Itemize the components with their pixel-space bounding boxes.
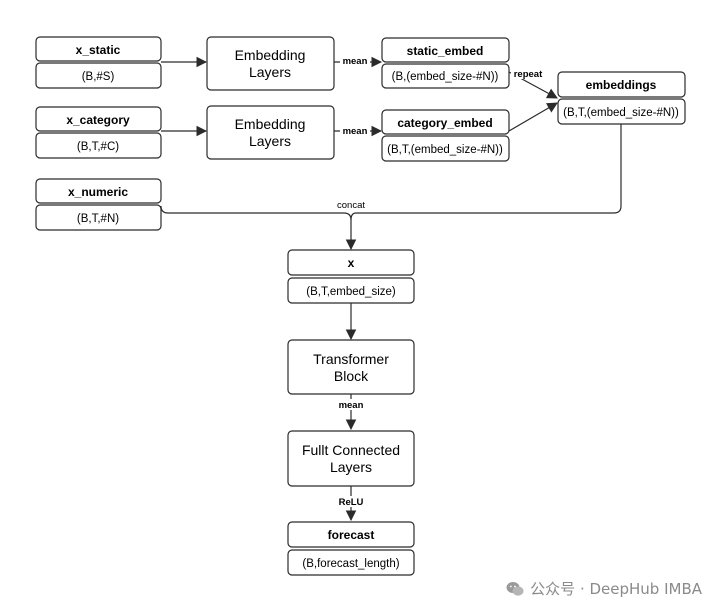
edge-label-mean-category: mean xyxy=(343,126,368,137)
node-static-embed: static_embed (B,(embed_size-#N)) xyxy=(381,37,510,89)
block-fc-line1: Fullt Connected xyxy=(302,442,400,458)
block-fc-line2: Layers xyxy=(330,459,372,475)
block-embedding-layers-1: Embedding Layers xyxy=(206,36,335,91)
edge-label-repeat: repeat xyxy=(514,69,543,80)
block-embedding-1-line1: Embedding xyxy=(235,47,306,63)
node-x-static-shape: (B,#S) xyxy=(82,71,115,83)
node-embeddings: embeddings (B,T,(embed_size-#N)) xyxy=(557,71,686,125)
edge-label-concat: concat xyxy=(337,200,365,211)
node-x-static-title: x_static xyxy=(76,43,121,57)
node-x-category-title: x_category xyxy=(66,113,130,127)
block-transformer: Transformer Block xyxy=(287,339,415,395)
edge-label-mean-transformer: mean xyxy=(339,400,364,411)
block-embedding-layers-2: Embedding Layers xyxy=(206,105,335,160)
edge-numeric-to-x xyxy=(160,205,352,221)
node-static-embed-shape: (B,(embed_size-#N)) xyxy=(392,71,499,83)
node-x: x (B,T,embed_size) xyxy=(287,249,415,304)
node-x-numeric: x_numeric (B,T,#N) xyxy=(35,178,162,231)
block-fully-connected: Fullt Connected Layers xyxy=(287,430,415,487)
block-transformer-line2: Block xyxy=(334,368,369,384)
node-x-numeric-title: x_numeric xyxy=(68,185,128,199)
watermark: 公众号 · DeepHub IMBA xyxy=(506,578,702,599)
node-forecast-shape: (B,forecast_length) xyxy=(302,558,399,570)
node-forecast-title: forecast xyxy=(328,528,375,542)
node-x-numeric-shape: (B,T,#N) xyxy=(77,213,119,225)
node-x-shape: (B,T,embed_size) xyxy=(306,286,396,298)
edge-labels: mean mean repeat concat mean ReLU xyxy=(335,55,545,508)
node-x-category: x_category (B,T,#C) xyxy=(35,106,162,159)
wechat-icon xyxy=(506,581,524,596)
node-embeddings-shape: (B,T,(embed_size-#N)) xyxy=(563,107,679,119)
edge-label-mean-static: mean xyxy=(343,56,368,67)
node-embeddings-title: embeddings xyxy=(586,78,657,92)
node-category-embed-shape: (B,T,(embed_size-#N)) xyxy=(387,144,503,156)
block-transformer-line1: Transformer xyxy=(313,351,389,367)
node-static-embed-title: static_embed xyxy=(407,44,484,58)
node-category-embed: category_embed (B,T,(embed_size-#N)) xyxy=(381,109,510,162)
edge-category-embed-to-embeddings xyxy=(508,102,558,132)
node-category-embed-title: category_embed xyxy=(397,116,492,130)
node-x-title: x xyxy=(348,256,355,270)
block-embedding-2-line2: Layers xyxy=(249,133,291,149)
node-forecast: forecast (B,forecast_length) xyxy=(287,521,415,576)
node-x-static: x_static (B,#S) xyxy=(35,36,162,89)
node-x-category-shape: (B,T,#C) xyxy=(77,141,119,153)
edge-label-relu: ReLU xyxy=(339,497,364,508)
edge-embeddings-to-x xyxy=(345,124,622,251)
block-embedding-1-line2: Layers xyxy=(249,64,291,80)
block-embedding-2-line1: Embedding xyxy=(235,116,306,132)
watermark-text: 公众号 · DeepHub IMBA xyxy=(530,580,702,598)
